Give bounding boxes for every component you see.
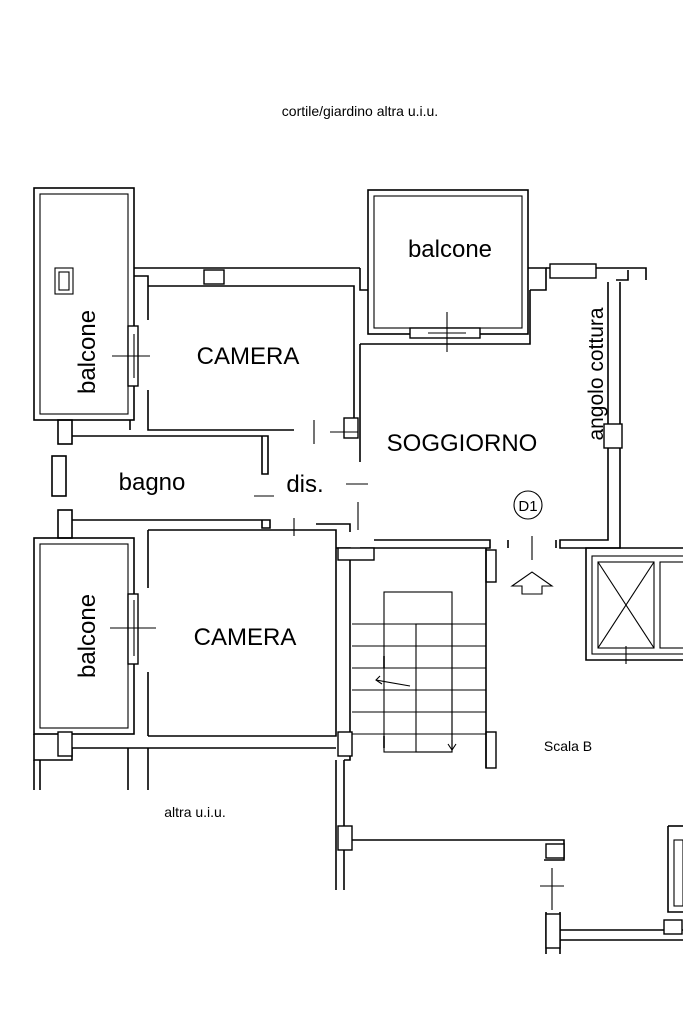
door-marker-circle: [513, 490, 543, 520]
entrance-arrow-icon: [510, 571, 554, 595]
top-note-label: cortile/giardino altra u.i.u.: [282, 103, 438, 119]
room-soggiorno-label: SOGGIORNO: [387, 430, 538, 457]
balcony-top-center-label: balcone: [408, 236, 492, 263]
stair-label: Scala B: [544, 738, 592, 754]
balcony-top-left-label: balcone: [74, 310, 101, 394]
room-bagno-label: bagno: [119, 469, 186, 496]
room-camera-bottom-label: CAMERA: [194, 624, 297, 651]
soggiorno-walls: [330, 263, 647, 560]
balcony-top-center: [367, 189, 529, 352]
balcony-bottom-left-label: balcone: [74, 594, 101, 678]
bottom-note-label: altra u.i.u.: [164, 804, 225, 820]
camera-bottom-walls: [33, 529, 337, 790]
door-marker-label: D1: [518, 498, 537, 515]
balcony-top-left: [33, 187, 135, 421]
elevator-shafts: [585, 547, 683, 664]
room-dis-label: dis.: [286, 471, 323, 498]
lower-walls: [335, 760, 683, 954]
room-angolo-cottura-label: angolo cottura: [585, 307, 608, 440]
staircase: [336, 547, 497, 769]
camera-top-walls: [112, 267, 360, 431]
room-camera-top-label: CAMERA: [197, 343, 300, 370]
